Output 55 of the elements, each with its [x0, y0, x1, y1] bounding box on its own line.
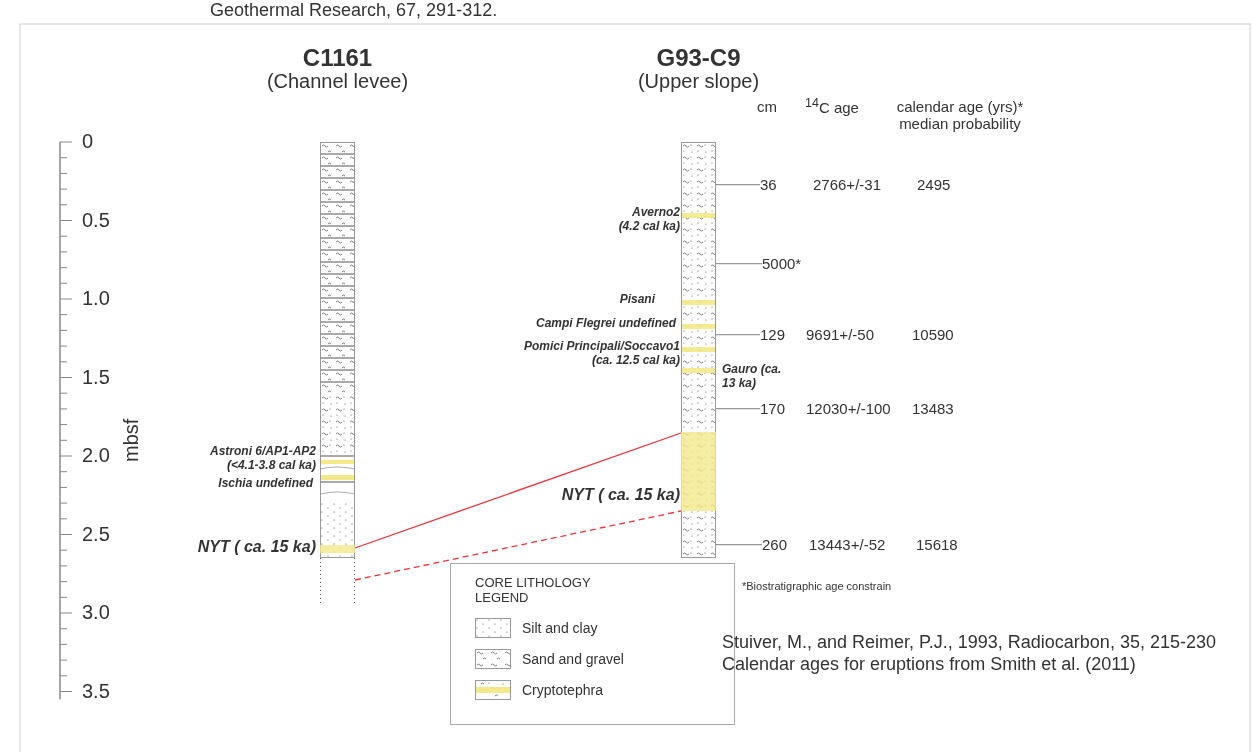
core-name: G93-C9 [655, 44, 742, 72]
tephra-name: Averno2 (4.2 cal ka) [617, 206, 680, 234]
depth-value: 170 [760, 400, 786, 418]
core-name: C1161 [301, 44, 374, 72]
legend-text: Silt and clay [522, 620, 598, 637]
depth-tick-label: 0.5 [82, 208, 110, 232]
depth-tick-label: 3.5 [82, 679, 110, 703]
depth-tick-label: 2.5 [82, 522, 110, 546]
age-value: 13443+/-52 [809, 536, 886, 554]
tephra-name: Ischia undefined [218, 477, 313, 491]
age-value: 2766+/-31 [813, 176, 881, 194]
core-setting: (Upper slope) [636, 70, 761, 93]
legend-text: Sand and gravel [522, 651, 624, 668]
age-value: 10590 [912, 326, 954, 344]
reference-text: Stuiver, M., and Reimer, P.J., 1993, Radiocarbon, 35, 215-230 [722, 632, 1216, 653]
legend-title: CORE LITHOLOGY LEGEND [475, 576, 592, 606]
column-header: $^{14}$C age [805, 96, 859, 117]
correlation-line [354, 510, 682, 581]
tephra-name: Astroni 6/AP1-AP2 (<4.1-3.8 cal ka) [208, 445, 316, 473]
citation-text: Geothermal Research, 67, 291-312. [210, 0, 498, 21]
tephra-layer [681, 432, 716, 511]
depth-tick-label: 2.0 [82, 444, 110, 467]
column-header: calendar age (yrs)* median probability [895, 98, 1025, 133]
age-value: 2495 [917, 176, 951, 194]
tephra-name: NYT ( ca. 15 ka) [561, 486, 680, 505]
depth-tick-label: 1.5 [82, 365, 110, 389]
depth-tick-label: 3.0 [82, 601, 110, 624]
legend-text: Cryptotephra [522, 682, 603, 699]
leader-line [715, 544, 763, 546]
age-value: 9691+/-50 [806, 326, 874, 344]
depth-tick-label: 1.0 [82, 287, 110, 310]
tephra-name: Campi Flegrei undefined [536, 317, 676, 331]
depth-value: 36 [760, 176, 777, 194]
leader-line [715, 263, 763, 265]
leader-line [715, 408, 761, 410]
tephra-name: Gauro (ca. 13 ka) [722, 363, 783, 391]
core-setting: (Channel levee) [265, 70, 410, 93]
tephra-name: Pomici Principali/Soccavo1 (ca. 12.5 cal ka) [522, 340, 680, 368]
reference-text: Calendar ages for eruptions from Smith et al. (2011) [722, 654, 1136, 675]
axis-title: mbsf [120, 418, 143, 462]
depth-value: 129 [760, 326, 786, 344]
depth-value: 260 [762, 536, 788, 554]
age-value: 13483 [912, 400, 954, 418]
depth-value: 5000* [762, 255, 802, 273]
age-value: 12030+/-100 [806, 400, 891, 418]
column-header: cm [757, 98, 777, 116]
tephra-name: NYT ( ca. 15 ka) [197, 538, 316, 557]
age-value: 15618 [916, 536, 958, 554]
footnote: *Biostratigraphic age constrain [742, 580, 892, 593]
leader-line [715, 334, 761, 336]
correlation-line [354, 432, 682, 549]
leader-line [715, 184, 761, 186]
depth-tick-label: 0 [82, 130, 94, 153]
tephra-layer [320, 545, 355, 553]
tephra-name: Pisani [619, 293, 655, 307]
